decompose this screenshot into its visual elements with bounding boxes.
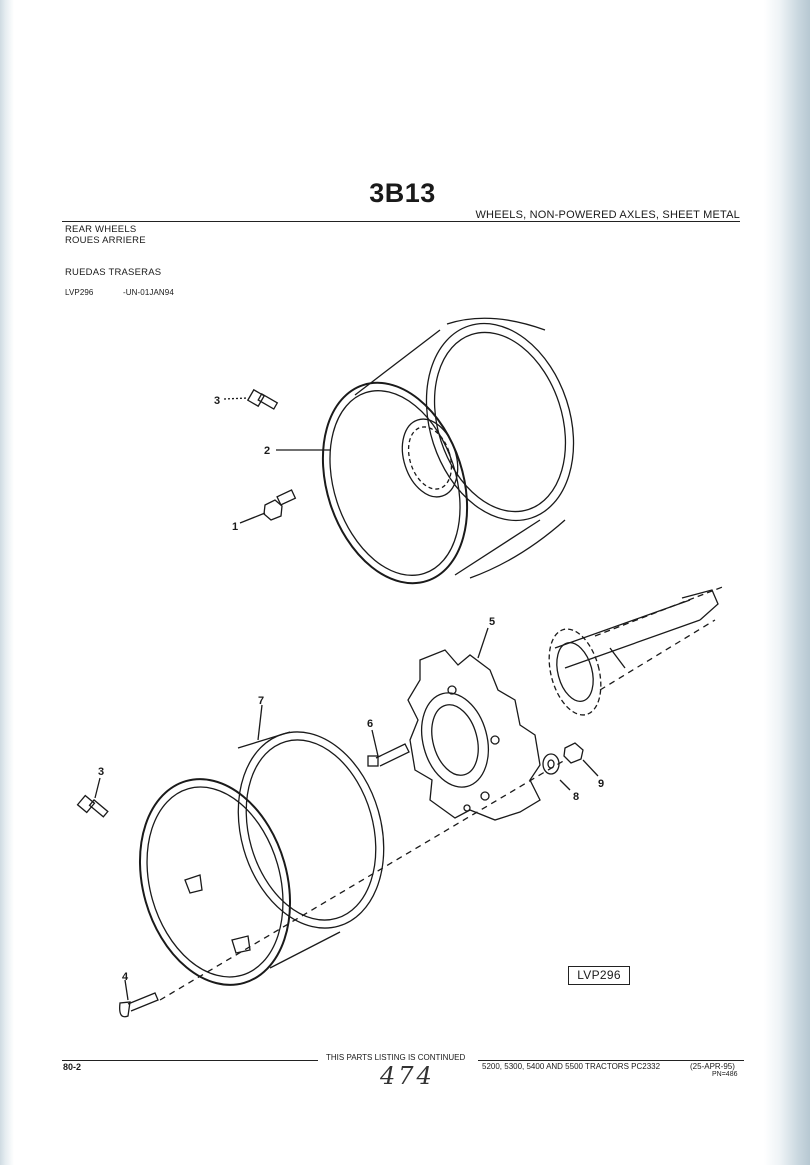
scan-edge-right (764, 0, 810, 1165)
assembly-centerline-upper (599, 619, 716, 691)
title-english: REAR WHEELS (65, 224, 137, 235)
callout-5: 5 (489, 616, 495, 628)
callout-4: 4 (122, 971, 129, 983)
footer-pn: PN=486 (712, 1071, 738, 1078)
footer-models: 5200, 5300, 5400 AND 5500 TRACTORS PC233… (482, 1062, 661, 1071)
center-plate-drawing (407, 649, 541, 821)
leader-7 (257, 704, 263, 741)
illustration-tag: LVP296 (568, 966, 630, 985)
title-spanish: RUEDAS TRASERAS (65, 267, 162, 278)
washer-and-nut (542, 742, 599, 791)
callout-8: 8 (573, 791, 579, 803)
continued-note: THIS PARTS LISTING IS CONTINUED (326, 1053, 466, 1062)
bolt-upper (239, 489, 297, 524)
scan-edge-left (0, 0, 14, 1165)
footer-rule-left (62, 1060, 318, 1061)
leader-5 (477, 627, 489, 659)
bolt-middle (367, 729, 410, 767)
callout-6: 6 (367, 718, 373, 730)
upper-rim-drawing (321, 317, 575, 585)
handwritten-page-number: 474 (380, 1062, 435, 1090)
section-code: 3B13 (369, 178, 436, 208)
carriage-bolt (119, 979, 159, 1018)
axle-shaft-drawing (548, 585, 726, 716)
header-rule (62, 221, 740, 222)
callout-3-upper: 3 (214, 395, 220, 407)
callout-9: 9 (598, 778, 604, 790)
section-title: WHEELS, NON-POWERED AXLES, SHEET METAL (475, 209, 740, 221)
footer-rule-right (478, 1060, 744, 1061)
illustration-id: LVP296 (65, 288, 94, 297)
callout-1: 1 (232, 521, 238, 533)
valve-stem-upper (223, 388, 279, 410)
callout-3-lower: 3 (98, 766, 104, 778)
footer-date: (25-APR-95) (690, 1062, 735, 1071)
callout-2: 2 (264, 445, 270, 457)
title-french: ROUES ARRIERE (65, 235, 146, 246)
serial-note: -UN-01JAN94 (123, 288, 174, 297)
page-number: 80-2 (63, 1062, 82, 1072)
callout-7: 7 (258, 695, 264, 707)
valve-stem-lower (76, 777, 109, 818)
lower-rim-drawing (138, 731, 385, 986)
assembly-centerline (159, 759, 566, 1001)
